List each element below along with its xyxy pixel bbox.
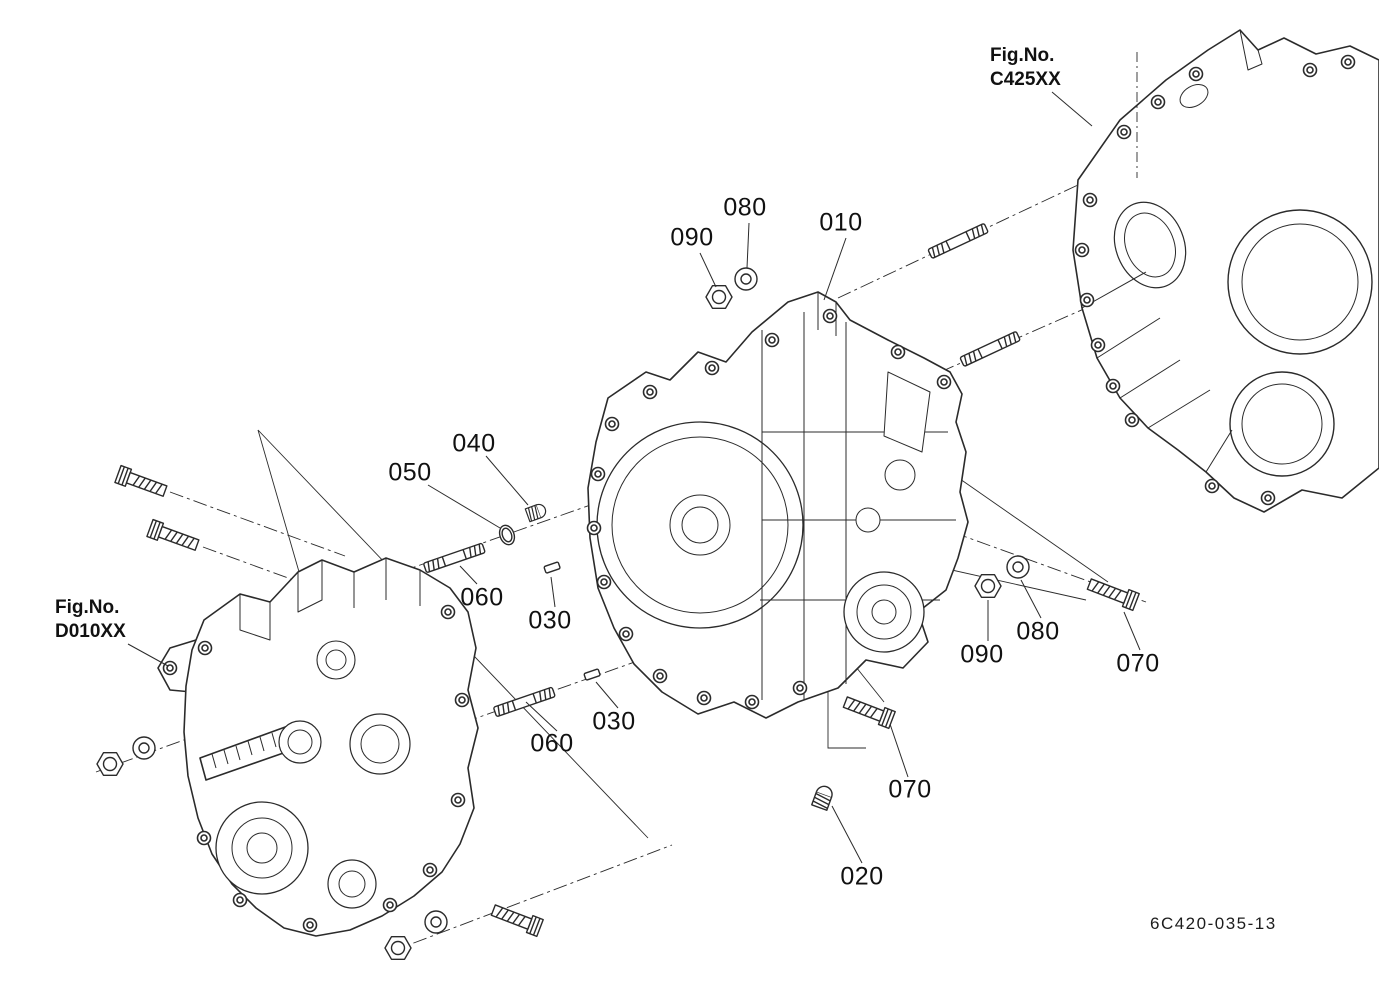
callout-080-12: 080 [1016,617,1060,646]
drawing-number: 6C420-035-13 [1150,914,1277,933]
figure-ref-c425xx: Fig.No. C425XX [990,44,1061,92]
callout-060-7: 060 [530,729,574,758]
figure-ref-d010xx-label: Fig.No. [55,597,120,618]
callout-020-9: 020 [840,862,884,891]
figure-ref-d010xx-code: D010XX [55,621,126,642]
figure-ref-d010xx: Fig.No. D010XX [55,596,126,644]
fasteners [96,222,1140,960]
callout-070-10: 070 [888,775,932,804]
callout-090-0: 090 [670,223,714,252]
callout-070-13: 070 [1116,649,1160,678]
callout-040-3: 040 [452,429,496,458]
callout-030-6: 030 [528,606,572,635]
figure-ref-c425xx-label: Fig.No. [990,45,1055,66]
figure-ref-c425xx-code: C425XX [990,69,1061,90]
housing-c425xx [1072,29,1379,513]
callout-060-5: 060 [460,583,504,612]
callout-080-1: 080 [723,193,767,222]
callout-050-4: 050 [388,458,432,487]
transmission-case-010 [586,291,969,719]
gearbox-d010xx [157,557,479,937]
callout-090-11: 090 [960,640,1004,669]
callout-030-8: 030 [592,707,636,736]
callout-010-2: 010 [819,208,863,237]
leader-lines [127,91,1141,864]
